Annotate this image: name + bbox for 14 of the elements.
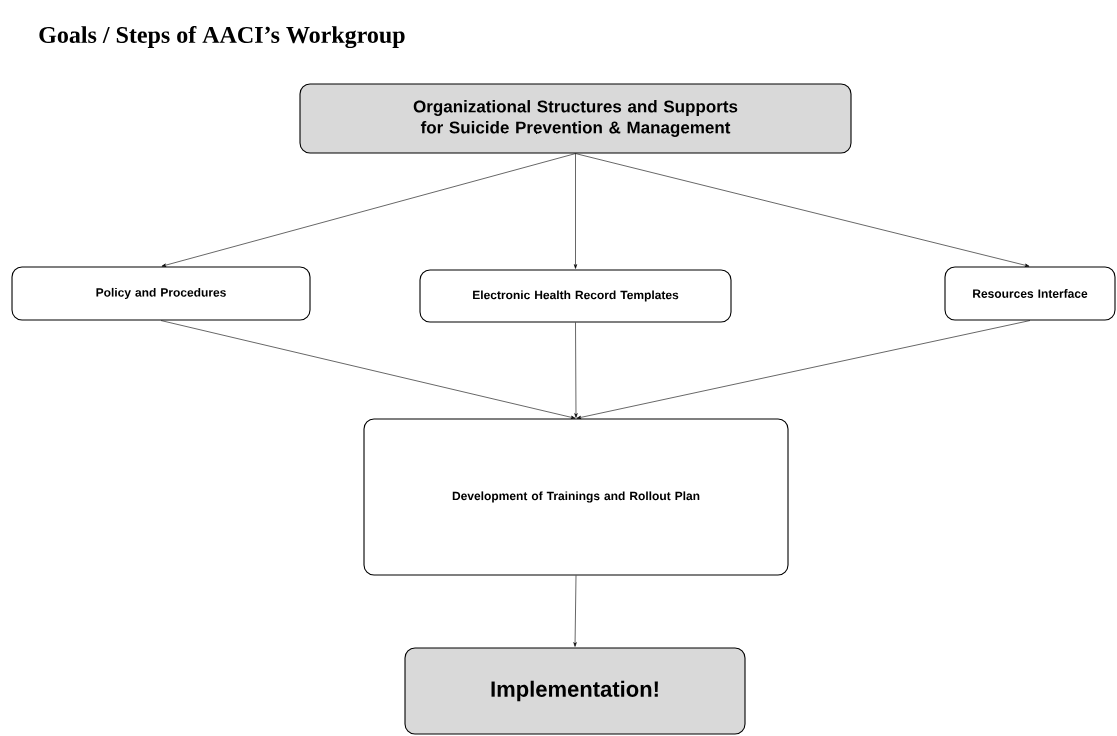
process-box: Development of Trainings and Rollout Plan	[363, 418, 789, 576]
arrow	[573, 153, 578, 269]
process-box: Organizational Structures and Supports for Suicide Prevention & Management	[299, 83, 852, 154]
arrow	[574, 322, 578, 418]
arrow	[573, 575, 577, 647]
arrow	[161, 153, 576, 267]
process-box: Policy and Procedures	[11, 266, 311, 321]
arrow	[575, 153, 1030, 267]
process-box: Resources Interface	[944, 266, 1116, 321]
process-box: Implementation!	[404, 647, 746, 735]
title: Goals / Steps of AACI’s Workgroup	[39, 25, 405, 49]
arrow	[576, 320, 1031, 420]
arrow	[160, 320, 576, 419]
process-box: Electronic Health Record Templates	[419, 269, 732, 323]
